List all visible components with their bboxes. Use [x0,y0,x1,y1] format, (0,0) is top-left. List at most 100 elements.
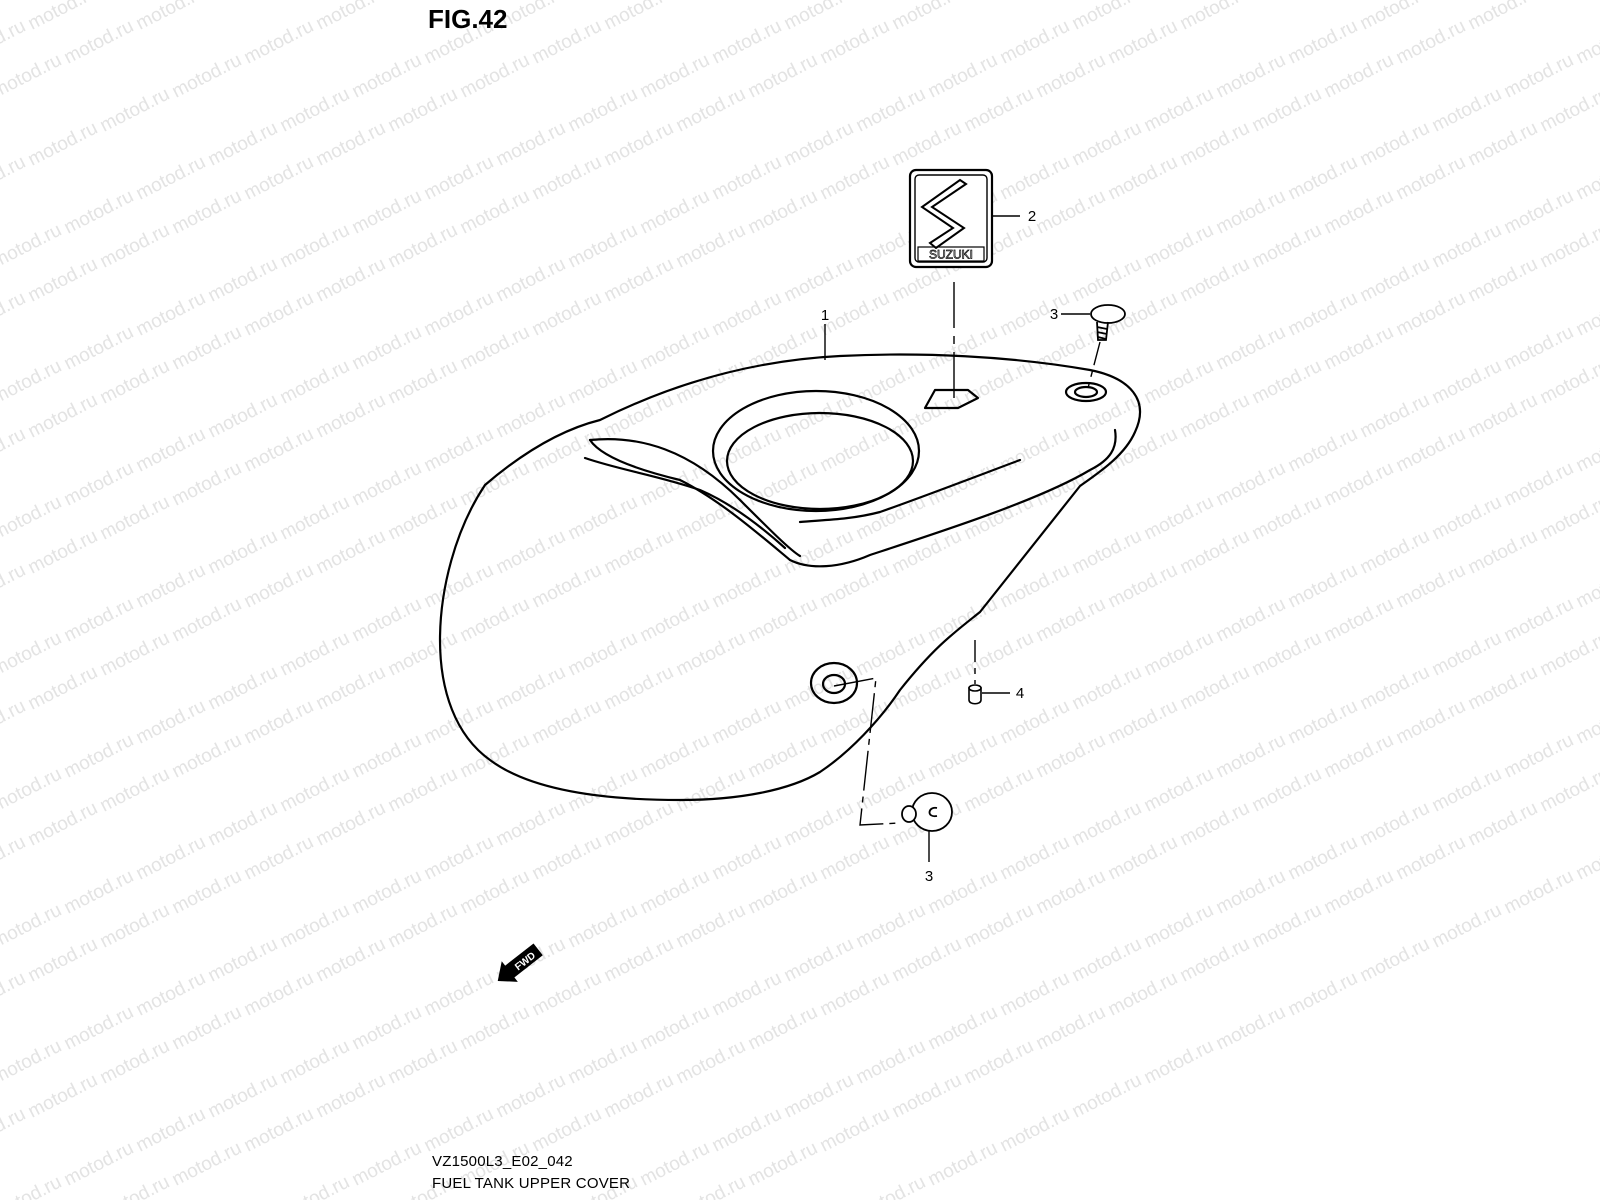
watermark-text: motod.ru [997,968,1073,1021]
watermark-text: motod.ru [781,798,857,851]
fwd-arrow-shape [497,943,543,982]
watermark-text: motod.ru [0,1104,29,1157]
watermark-text: motod.ru [601,390,677,443]
watermark-text: motod.ru [1105,968,1181,1021]
watermark-text: motod.ru [781,1070,857,1123]
watermark-text: motod.ru [1429,764,1505,817]
watermark-text: motod.ru [97,220,173,273]
damper-cap-top [968,684,982,692]
watermark-text: motod.ru [205,526,281,579]
watermark-text: motod.ru [25,118,101,171]
watermark-text: motod.ru [1033,1002,1109,1055]
watermark-text: motod.ru [817,696,893,749]
watermark-text: motod.ru [601,798,677,851]
watermark-text: motod.ru [637,1002,713,1055]
tank-cover-panel-line [583,456,787,550]
watermark-text: motod.ru [241,832,317,885]
watermark-text: motod.ru [61,1002,137,1055]
watermark-text: motod.ru [745,1138,821,1191]
watermark-text: motod.ru [25,254,101,307]
watermark-text: motod.ru [277,1036,353,1089]
watermark-text: motod.ru [853,356,929,409]
watermark-text: motod.ru [0,832,29,885]
watermark-text: motod.ru [457,50,533,103]
watermark-text: motod.ru [529,560,605,613]
watermark-text: motod.ru [709,152,785,205]
watermark-text: motod.ru [529,832,605,885]
watermark-text: motod.ru [349,458,425,511]
watermark-text: motod.ru [493,118,569,171]
watermark-text: motod.ru [349,322,425,375]
watermark-text: motod.ru [925,730,1001,783]
watermark-text: motod.ru [385,492,461,545]
watermark-text: motod.ru [1213,186,1289,239]
watermark-text: motod.ru [1249,900,1325,953]
watermark-text: motod.ru [1357,0,1433,34]
watermark-text: motod.ru [1357,254,1433,307]
watermark-text: motod.ru [349,866,425,919]
watermark-text: motod.ru [0,492,65,545]
watermark-text: motod.ru [97,84,173,137]
watermark-text: motod.ru [925,458,1001,511]
watermark-text: motod.ru [637,730,713,783]
watermark-text: motod.ru [457,866,533,919]
watermark-text: motod.ru [1069,0,1145,34]
watermark-text: motod.ru [709,560,785,613]
watermark-text: motod.ru [529,1104,605,1157]
watermark-text: motod.ru [1465,526,1541,579]
watermark-text: motod.ru [997,152,1073,205]
tank-cover-side-line [798,458,1022,524]
watermark-text: motod.ru [1429,492,1505,545]
watermark-text: motod.ru [925,322,1001,375]
watermark-text: motod.ru [1033,730,1109,783]
watermark-text: motod.ru [1465,254,1541,307]
watermark-text: motod.ru [385,764,461,817]
watermark-text: motod.ru [889,0,965,34]
watermark-text: motod.ru [205,118,281,171]
watermark-text: motod.ru [241,16,317,69]
watermark-text: motod.ru [133,968,209,1021]
figure-title: FIG.42 [428,4,508,34]
watermark-text: motod.ru [565,900,641,953]
watermark-text: motod.ru [133,288,209,341]
emblem-recess [923,388,980,410]
watermark-text: motod.ru [889,1070,965,1123]
watermark-text: motod.ru [997,696,1073,749]
callout-1: 1 [821,307,829,324]
watermark-text: motod.ru [1105,16,1181,69]
watermark-text: motod.ru [25,934,101,987]
watermark-text: motod.ru [1321,186,1397,239]
watermark-text: motod.ru [637,322,713,375]
watermark-text: motod.ru [385,220,461,273]
watermark-text: motod.ru [277,356,353,409]
watermark-text: motod.ru [421,424,497,477]
watermark-text: motod.ru [1105,832,1181,885]
watermark-text: motod.ru [0,16,29,69]
watermark-text: motod.ru [781,118,857,171]
watermark-text: motod.ru [601,118,677,171]
watermark-text: motod.ru [421,696,497,749]
watermark-text: motod.ru [205,390,281,443]
watermark-text: motod.ru [961,764,1037,817]
watermark-text: motod.ru [1177,0,1253,34]
emblem-wordmark-box [917,246,985,262]
damper-cap-body [968,687,982,705]
watermark-text: motod.ru [1249,220,1325,273]
watermark-text: motod.ru [1177,526,1253,579]
grommet-bottom [901,792,953,832]
watermark-text: motod.ru [817,152,893,205]
watermark-text: motod.ru [349,186,425,239]
watermark-text: motod.ru [853,492,929,545]
watermark-text: motod.ru [97,1036,173,1089]
watermark-text: motod.ru [673,84,749,137]
watermark-text: motod.ru [1069,662,1145,715]
watermark-text: motod.ru [853,1172,929,1200]
watermark-text: motod.ru [313,254,389,307]
watermark-text: motod.ru [1033,50,1109,103]
suzuki-s-logo [920,178,968,250]
watermark-text: motod.ru [1285,832,1361,885]
watermark-text: motod.ru [1285,968,1361,1021]
watermark-text: motod.ru [1357,526,1433,579]
watermark-text: motod.ru [1465,798,1541,851]
watermark-text: motod.ru [529,152,605,205]
